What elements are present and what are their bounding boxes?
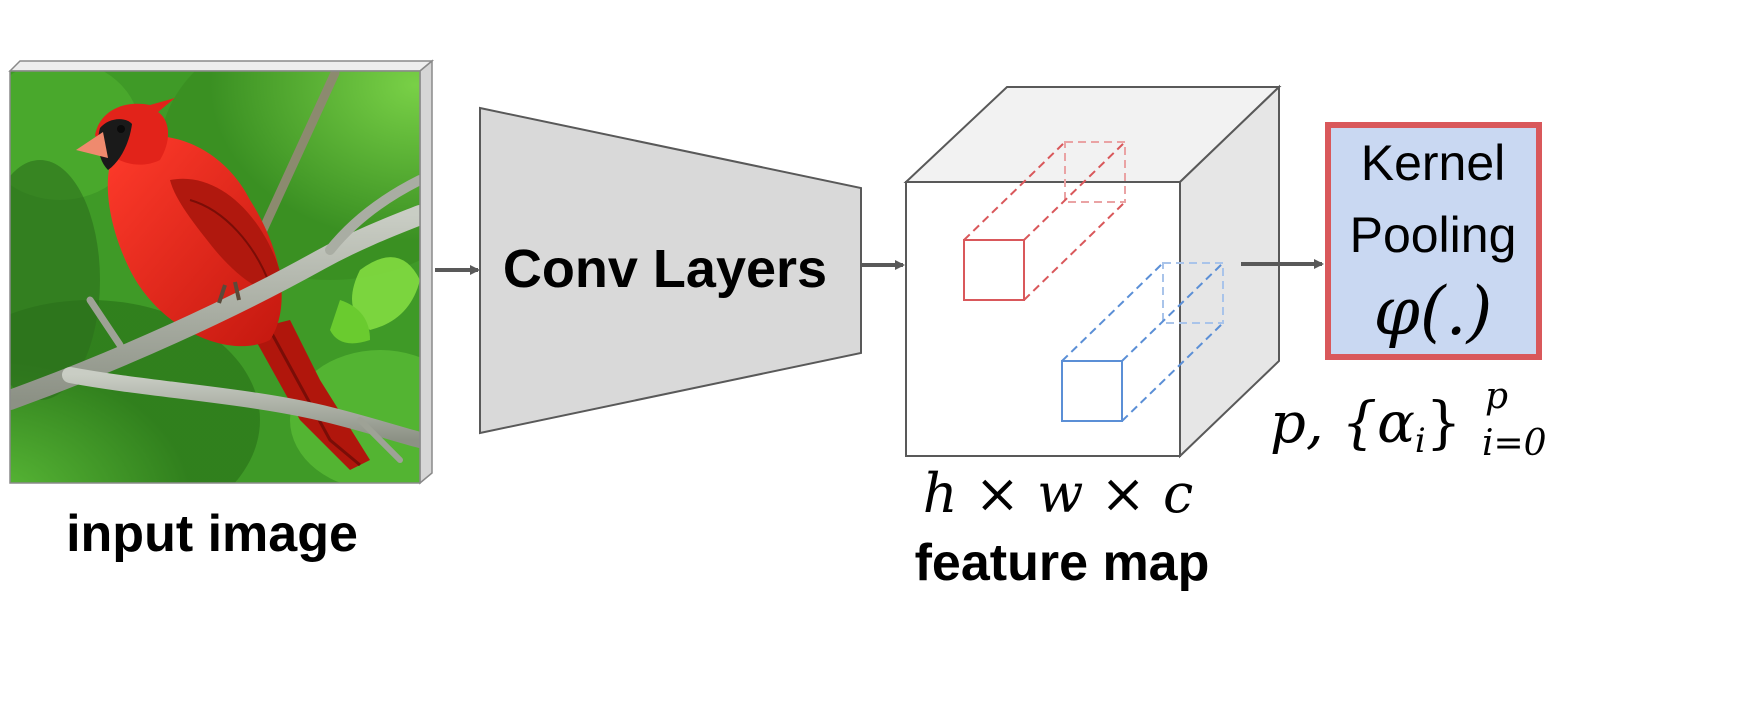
- red-feature-patch: [963, 141, 1126, 301]
- photo-card-top-edge: [8, 60, 435, 72]
- feature-map-cube: [903, 84, 1282, 459]
- feature-map-dims: h × w × c: [923, 462, 1193, 525]
- conv-layers-block: Conv Layers: [479, 106, 862, 435]
- kernel-params-sub: i=0: [1482, 423, 1547, 464]
- cardinal-photo: [10, 71, 420, 483]
- kernel-params-main: p, {α: [1270, 391, 1415, 456]
- kernel-params-sub-i: i: [1415, 421, 1426, 461]
- kernel-formula: φ(.): [1374, 273, 1493, 350]
- photo-card-side-edge: [419, 59, 433, 485]
- kernel-label-line1: Kernel: [1361, 135, 1506, 191]
- cube-front-face: [905, 181, 1181, 457]
- photo-frame: [9, 70, 421, 484]
- kernel-label-line2: Pooling: [1350, 207, 1517, 263]
- input-image-label: input image: [66, 505, 358, 563]
- kernel-box-frame: [1325, 122, 1542, 360]
- conv-layers-label: Conv Layers: [503, 239, 827, 299]
- feature-map-label: feature map: [915, 534, 1210, 592]
- blue-feature-patch: [1061, 262, 1224, 422]
- kernel-params-sup: p: [1485, 376, 1508, 417]
- conv-trapezoid: [479, 106, 862, 435]
- kernel-parameters: p, {αi} p i=0: [1270, 376, 1547, 464]
- input-image-card: [8, 59, 435, 485]
- svg-text:p, {αi}: p, {αi}: [1270, 391, 1461, 461]
- kernel-params-close: }: [1426, 391, 1462, 456]
- kernel-pooling-box: Kernel Pooling φ(.): [1325, 122, 1542, 360]
